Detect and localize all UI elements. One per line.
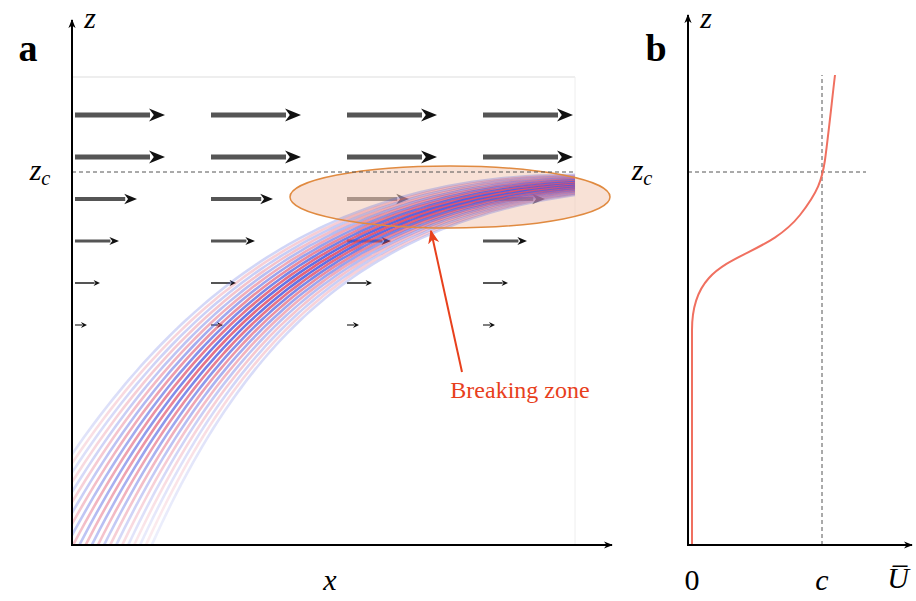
critical-level-line [688, 172, 866, 173]
wind-arrow-shaft [75, 240, 110, 243]
wind-arrow-head [260, 194, 273, 204]
z-axis [687, 15, 689, 546]
wave-crest [78, 184, 575, 545]
wave-crest [72, 182, 575, 545]
tick-label: 0 [685, 565, 700, 595]
wind-arrow-head [149, 151, 165, 164]
panel-letter: a [19, 29, 38, 67]
wind-arrow-head [109, 237, 119, 245]
wind-arrow-head [285, 151, 301, 164]
wind-arrow-shaft [211, 113, 286, 118]
wave-crest [72, 181, 575, 545]
wind-arrow-shaft [483, 113, 558, 118]
wind-arrow-head [557, 109, 573, 122]
wave-crest [72, 178, 575, 542]
wave-crest [72, 176, 575, 535]
wave-packet [72, 175, 575, 545]
wind-arrow-head [489, 322, 495, 328]
wind-arrow-shaft [75, 113, 150, 118]
wind-arrow-head [366, 280, 372, 286]
frame-line [72, 77, 575, 78]
x-axis [71, 544, 612, 546]
phase-speed-line [822, 75, 823, 545]
wind-arrow-shaft [347, 282, 367, 284]
wind-arrow-shaft [75, 324, 82, 326]
wind-arrow-head [81, 322, 87, 328]
u-axis [687, 544, 912, 546]
wave-crest [123, 191, 575, 545]
axis-label: x [323, 565, 336, 595]
wind-arrow-shaft [347, 324, 354, 326]
wave-crest [72, 180, 575, 545]
wind-arrow-head [353, 322, 359, 328]
axis-label: zc [632, 155, 653, 189]
wave-crest [128, 192, 575, 545]
wind-arrow-shaft [483, 324, 490, 326]
wind-arrow-head [94, 280, 100, 286]
panel-letter: b [645, 29, 666, 67]
axis-label: U̅ [887, 563, 909, 593]
leader-line [431, 231, 462, 372]
wave-crest [72, 182, 575, 545]
wind-arrow-shaft [483, 282, 503, 284]
wind-arrow-shaft [75, 155, 150, 160]
wind-arrow-shaft [483, 240, 518, 243]
breaking-zone-outline [290, 166, 610, 228]
wind-arrow-shaft [75, 282, 95, 284]
wind-arrow-shaft [347, 113, 422, 118]
wind-arrow-shaft [211, 155, 286, 160]
wave-crest [73, 183, 575, 545]
wind-arrow-head [285, 109, 301, 122]
wind-arrow-head [517, 237, 527, 245]
wave-crest [118, 191, 575, 545]
tick-label: c [815, 565, 828, 595]
wind-arrow-shaft [211, 240, 246, 243]
wind-arrow-head [421, 109, 437, 122]
wave-crest [103, 188, 575, 545]
axis-label: zc [30, 155, 51, 189]
wind-arrow-shaft [75, 197, 125, 201]
callout-label: Breaking zone [450, 378, 589, 402]
wind-profile-curve [692, 75, 835, 545]
z-axis [71, 20, 73, 546]
axis-label: z [700, 3, 712, 33]
wind-arrow-shaft [211, 197, 261, 201]
wind-arrow-head [557, 151, 573, 164]
wind-arrow-head [149, 109, 165, 122]
wind-arrow-head [421, 151, 437, 164]
wind-arrow-head [502, 280, 508, 286]
wind-arrow-shaft [483, 155, 558, 160]
critical-level-line [72, 172, 575, 173]
wind-arrow-head [245, 237, 255, 245]
frame-line [575, 77, 576, 545]
wave-crest [98, 187, 575, 545]
wave-crest [72, 179, 575, 545]
axis-label: z [84, 3, 96, 33]
wind-arrow-shaft [347, 155, 422, 160]
wind-arrow-head [124, 194, 137, 204]
wave-crest [113, 190, 575, 545]
wave-crest [133, 193, 575, 545]
